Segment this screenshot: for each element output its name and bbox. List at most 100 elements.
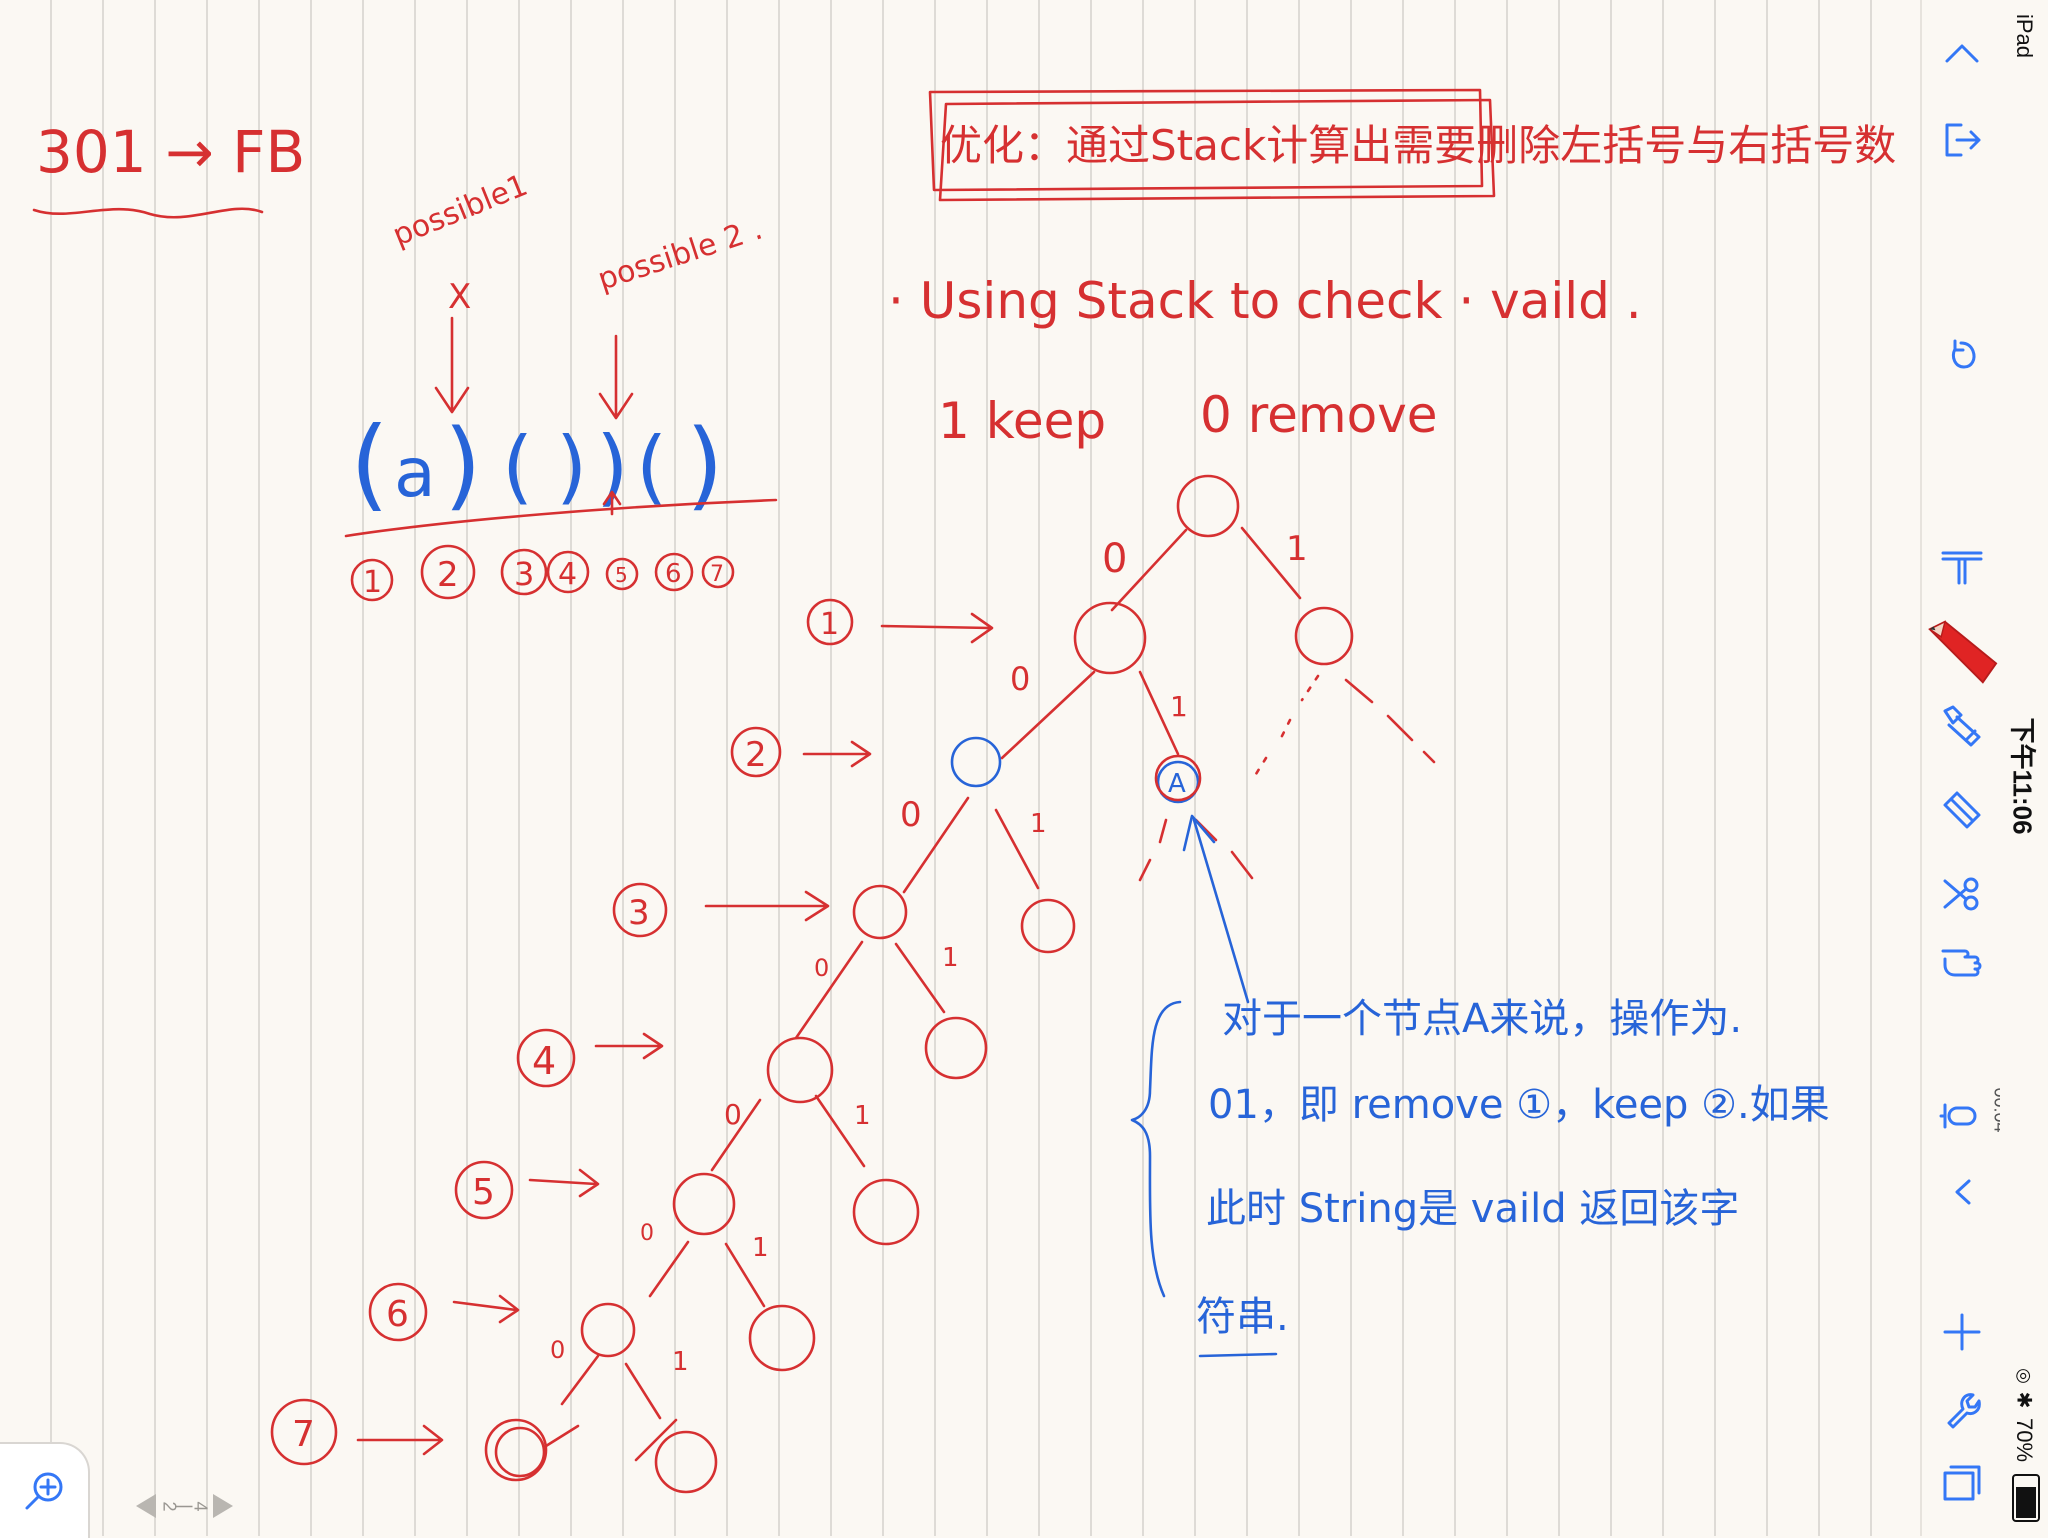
tree-node xyxy=(654,1430,718,1494)
possible2-arrow xyxy=(598,334,634,420)
hand-pointer-icon xyxy=(1941,949,1982,977)
possible2-label: possible 2 . xyxy=(594,212,767,298)
comment-line: 符串. xyxy=(1196,1294,1289,1340)
device-name: iPad xyxy=(2012,13,2037,59)
node-a-label: A xyxy=(1168,769,1186,799)
annotation-text: 对于一个节点A来说，操作为. 01，即 remove ①，keep ②.如果 此… xyxy=(1196,996,1830,1340)
tree-node xyxy=(484,1418,548,1482)
level-label: 1 xyxy=(820,607,839,642)
index-label: 4 xyxy=(558,557,577,592)
export-button[interactable] xyxy=(1930,108,1994,172)
svg-text:1: 1 xyxy=(752,1233,769,1263)
highlighter-icon xyxy=(1943,705,1981,747)
battery-icon xyxy=(2012,1474,2040,1522)
settings-button[interactable] xyxy=(1930,1376,1994,1440)
expression: ( a ) ( ) ) ( ) xyxy=(350,405,723,522)
pencil-tool-button[interactable] xyxy=(1922,614,2002,690)
tree-node xyxy=(672,1172,736,1236)
tree-node-a xyxy=(1156,760,1200,804)
svg-text:1: 1 xyxy=(1286,529,1308,569)
note-canvas[interactable]: 301 → FB 优化：通过Stack计算出需要删除左括号与右括号数 possi… xyxy=(0,0,1920,1536)
tree-node xyxy=(748,1304,816,1372)
annotation-brace xyxy=(1130,1000,1182,1298)
legend-remove: 0 remove xyxy=(1200,386,1438,444)
edge-labels: 0 1 0 1 0 1 0 1 0 1 0 1 0 1 xyxy=(550,529,1308,1377)
highlighter-tool-button[interactable] xyxy=(1930,694,1994,758)
pencil-icon xyxy=(1928,620,1998,684)
tree-node xyxy=(1020,898,1076,954)
optimization-text: 优化：通过Stack计算出需要删除左括号与右括号数 xyxy=(940,121,1896,170)
add-button[interactable] xyxy=(1930,1300,1994,1364)
tree-node xyxy=(494,1426,546,1478)
comment-line: 对于一个节点A来说，操作为. xyxy=(1222,996,1742,1042)
tree-node-a-outline xyxy=(1154,754,1202,802)
text-tool-icon xyxy=(1941,551,1983,585)
svg-text:0: 0 xyxy=(640,1221,654,1246)
svg-text:0: 0 xyxy=(1102,536,1127,582)
pages-icon xyxy=(1943,1465,1981,1501)
page-indicator: 2 | 4 xyxy=(136,1490,266,1522)
level-label: 2 xyxy=(745,735,767,775)
lock-rotation-icon: ◎ xyxy=(2014,1368,2035,1384)
svg-text:0: 0 xyxy=(724,1098,742,1131)
note-title: 301 → FB xyxy=(36,118,305,186)
previous-page-button[interactable] xyxy=(136,1494,156,1518)
title-underline xyxy=(32,207,264,219)
microphone-button[interactable] xyxy=(1930,1084,1994,1148)
handwriting-layer: 301 → FB 优化：通过Stack计算出需要删除左括号与右括号数 possi… xyxy=(32,88,1896,1494)
undo-icon xyxy=(1951,339,1976,369)
index-row: 1 2 3 4 5 6 7 xyxy=(350,544,735,602)
svg-text:0: 0 xyxy=(550,1336,565,1364)
level-label: 4 xyxy=(532,1039,556,1083)
svg-text:1: 1 xyxy=(1170,690,1188,723)
scissors-icon xyxy=(1943,877,1979,911)
index5-pointer xyxy=(602,490,622,516)
tree-node xyxy=(852,1178,920,1246)
plus-icon xyxy=(1943,1313,1981,1351)
pages-button[interactable] xyxy=(1930,1452,1994,1516)
battery-percent: 70% xyxy=(2012,1417,2037,1463)
comment-line: 01，即 remove ①，keep ②.如果 xyxy=(1208,1082,1830,1128)
page-total: 4 xyxy=(190,1500,211,1512)
svg-text:1: 1 xyxy=(1030,809,1047,839)
tree-node xyxy=(924,1016,988,1080)
tree-nodes: A xyxy=(484,474,1354,1494)
tree-node xyxy=(766,1036,834,1104)
collapse-up-button[interactable] xyxy=(1930,22,1994,86)
comment-underline xyxy=(1198,1352,1278,1358)
index-label: 3 xyxy=(514,555,534,593)
undo-button[interactable] xyxy=(1930,322,1994,386)
svg-text:1: 1 xyxy=(854,1101,871,1131)
tool-sidebar xyxy=(1920,0,2002,1536)
chevron-left-icon xyxy=(1955,1179,1971,1205)
scissors-tool-button[interactable] xyxy=(1930,862,1994,926)
tree-node xyxy=(1294,606,1354,666)
expr-char: ) xyxy=(444,409,481,521)
bluetooth-icon: ✱ xyxy=(2012,1391,2035,1409)
tree-node xyxy=(1176,474,1240,538)
expr-char: a xyxy=(394,434,436,513)
svg-text:1: 1 xyxy=(942,943,959,973)
using-stack-text: · Using Stack to check · vaild . xyxy=(888,272,1642,330)
eraser-tool-button[interactable] xyxy=(1930,778,1994,842)
text-tool-button[interactable] xyxy=(1930,534,1994,598)
level-label: 7 xyxy=(292,1414,315,1455)
index-label: 2 xyxy=(437,555,459,595)
expression-underline xyxy=(344,498,778,538)
pointer-tool-button[interactable] xyxy=(1930,930,1994,994)
annotation-arrow xyxy=(1182,814,1250,1004)
level-label: 6 xyxy=(386,1294,409,1335)
collapse-left-button[interactable] xyxy=(1930,1160,1994,1224)
tree-node xyxy=(580,1302,636,1358)
marker-x: X xyxy=(448,277,471,317)
battery-fill xyxy=(2016,1487,2036,1518)
expr-char: ( xyxy=(350,405,389,522)
index-label: 1 xyxy=(363,565,382,600)
status-bar: iPad 下午11:06 ◎ ✱ 70% xyxy=(2000,0,2048,1536)
svg-text:0: 0 xyxy=(1010,660,1030,698)
optimization-box-frame xyxy=(928,88,1496,202)
next-page-button[interactable] xyxy=(212,1494,233,1518)
svg-text:1: 1 xyxy=(672,1347,689,1377)
index-label: 6 xyxy=(665,559,682,589)
zoom-button[interactable] xyxy=(0,1442,90,1538)
